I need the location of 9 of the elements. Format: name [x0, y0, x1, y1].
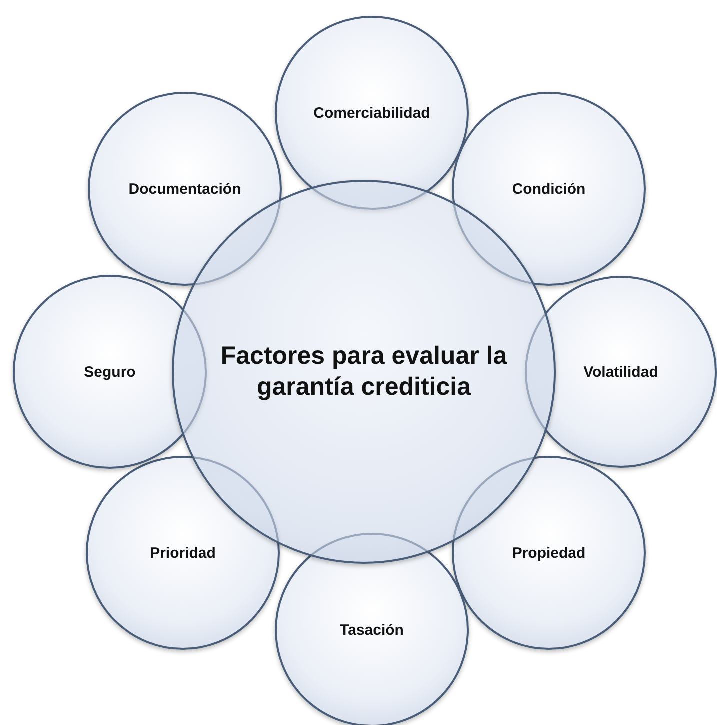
- node-label: Volatilidad: [584, 364, 658, 380]
- node-label: Propiedad: [512, 544, 586, 562]
- node-label: Prioridad: [150, 544, 216, 562]
- node-label: Seguro: [84, 364, 136, 380]
- node-label: Tasación: [340, 622, 404, 638]
- node-label: Condición: [512, 180, 586, 198]
- node-label: Comerciabilidad: [314, 104, 430, 122]
- node-label: Documentación: [128, 180, 242, 198]
- center-title: Factores para evaluar la garantía crediticia: [220, 340, 508, 403]
